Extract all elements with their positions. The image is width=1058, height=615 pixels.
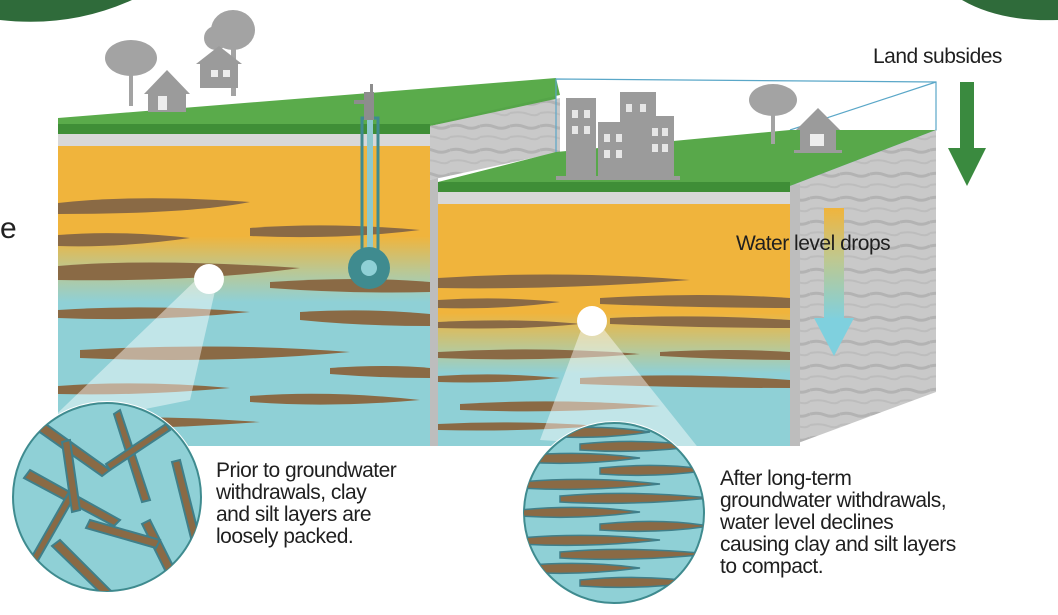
well-pump-icon — [348, 84, 390, 289]
cut-off-letter: e — [0, 212, 17, 245]
corner-banner-right — [962, 0, 1058, 21]
magnifier-after — [522, 421, 706, 605]
beam-before — [40, 278, 218, 430]
tree-icon — [749, 84, 797, 144]
house-icon — [144, 46, 242, 112]
house-icon — [794, 108, 842, 153]
left-grass-strip — [58, 124, 430, 134]
water-drops-arrow — [814, 208, 854, 356]
beam-after — [540, 322, 700, 450]
buildings-icon — [556, 92, 680, 180]
before-withdrawal-caption: Prior to groundwater withdrawals, clay a… — [216, 459, 397, 548]
water-level-drops-label: Water level drops — [736, 232, 891, 255]
corner-banner-left — [0, 0, 132, 22]
land-subsides-label: Land subsides — [873, 45, 1002, 68]
left-rock-side — [430, 98, 560, 180]
right-grass-strip — [438, 182, 790, 192]
land-subsides-arrow — [948, 82, 986, 186]
after-withdrawal-caption: After long-term groundwater withdrawals,… — [720, 467, 956, 578]
right-clay-lenses — [438, 274, 790, 431]
magnifier-before — [11, 401, 203, 593]
focus-point-before — [194, 264, 224, 294]
focus-point-after — [577, 306, 607, 336]
